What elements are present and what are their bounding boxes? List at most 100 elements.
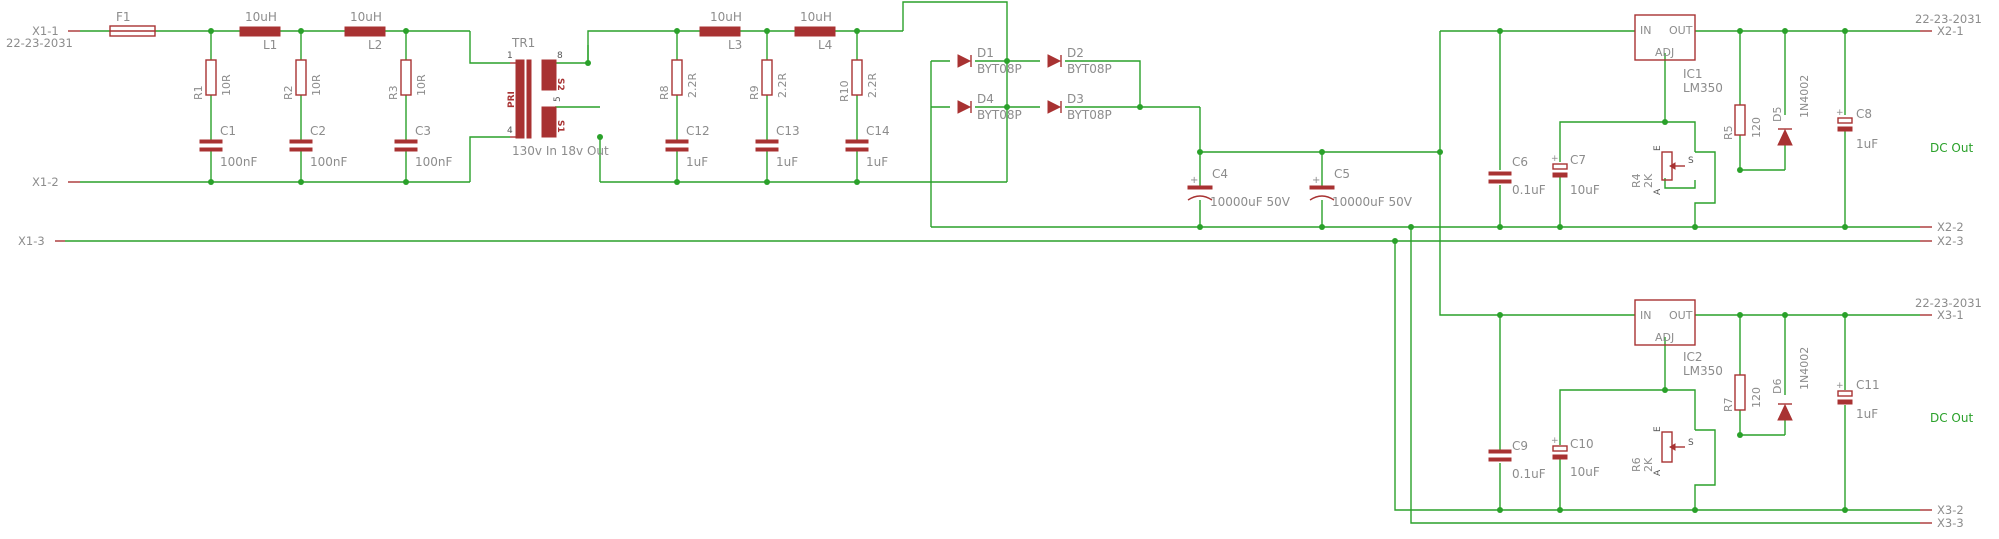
- inductor-l4-value: 10uH: [800, 10, 832, 24]
- diode-d1-value: BYT08P: [977, 62, 1022, 76]
- resistor-r1-name: R1: [192, 85, 205, 100]
- fuse-f1-name: F1: [116, 10, 131, 24]
- diode-d1-name: D1: [977, 46, 994, 60]
- diode-d3-name: D3: [1067, 92, 1084, 106]
- resistor-r10-value: 2.2R: [866, 73, 879, 98]
- diode-d2-value: BYT08P: [1067, 62, 1112, 76]
- regulator-ic1: IN OUT ADJ IC1 LM350: [1634, 14, 1723, 95]
- resistor-r9-name: R9: [748, 85, 761, 100]
- transformer-s1-label: S1: [555, 120, 565, 133]
- potentiometer-r6-pin-e: E: [1653, 426, 1663, 432]
- capacitor-c7-value: 10uF: [1570, 183, 1600, 197]
- connector-x1: X1-1 22-23-2031 X1-2 X1-3: [6, 24, 80, 248]
- regulator-ic1-in-label: IN: [1640, 24, 1651, 37]
- capacitor-c5-name: C5: [1334, 167, 1350, 181]
- capacitor-c2: C2 100nF: [289, 124, 348, 169]
- capacitor-c13-value: 1uF: [776, 155, 798, 169]
- capacitor-c8-name: C8: [1856, 107, 1872, 121]
- diode-d4-value: BYT08P: [977, 108, 1022, 122]
- x1-3-label: X1-3: [18, 234, 45, 248]
- potentiometer-r4-pin-a: A: [1653, 188, 1663, 195]
- potentiometer-r4-name: R4: [1630, 173, 1643, 188]
- potentiometer-r6-pin-a: A: [1653, 469, 1663, 476]
- capacitor-c10-name: C10: [1570, 437, 1594, 451]
- inductor-l4: 10uH L4: [794, 10, 836, 52]
- capacitor-c9-value: 0.1uF: [1512, 467, 1546, 481]
- resistor-r7-name: R7: [1722, 397, 1735, 412]
- capacitor-c1-value: 100nF: [220, 155, 258, 169]
- diode-d2: D2 BYT08P: [1047, 46, 1112, 76]
- x1-1-part-label: 22-23-2031: [6, 36, 73, 50]
- capacitor-c11-plus: +: [1836, 381, 1844, 391]
- capacitor-c12-name: C12: [686, 124, 710, 138]
- capacitor-c7-name: C7: [1570, 153, 1586, 167]
- capacitor-c11-value: 1uF: [1856, 407, 1878, 421]
- x2-3-label: X2-3: [1937, 234, 1964, 248]
- inductor-l2-value: 10uH: [350, 10, 382, 24]
- capacitor-c1: C1 100nF: [199, 124, 258, 169]
- diode-d4: D4 BYT08P: [957, 92, 1022, 122]
- transformer-tr1-value: 130v In 18v Out: [512, 144, 609, 158]
- junctions: [208, 28, 1848, 513]
- regulator-ic1-adj-label: ADJ: [1655, 46, 1674, 59]
- connector-x3: 22-23-2031 X3-1 X3-2 X3-3: [1915, 296, 1982, 530]
- capacitor-c1-name: C1: [220, 124, 236, 138]
- regulator-ic1-value: LM350: [1683, 81, 1723, 95]
- regulator-ic2-adj-label: ADJ: [1655, 331, 1674, 344]
- diode-d4-name: D4: [977, 92, 994, 106]
- regulator-ic2-out-label: OUT: [1669, 309, 1693, 322]
- capacitor-c10-value: 10uF: [1570, 465, 1600, 479]
- resistor-r10: R10 2.2R: [838, 59, 879, 102]
- regulator-ic2-name: IC2: [1683, 350, 1703, 364]
- resistor-r2: R2 10R: [282, 59, 323, 100]
- resistor-r7: R7 120: [1722, 374, 1763, 412]
- inductor-l3-name: L3: [728, 38, 742, 52]
- x2-2-label: X2-2: [1937, 220, 1964, 234]
- connector-x2: 22-23-2031 X2-1 X2-2 X2-3: [1915, 12, 1982, 248]
- regulator-ic2-in-label: IN: [1640, 309, 1651, 322]
- capacitor-c3: C3 100nF: [394, 124, 453, 169]
- inductor-l1-value: 10uH: [245, 10, 277, 24]
- capacitor-c4-value: 10000uF 50V: [1210, 195, 1291, 209]
- capacitor-c4: + C4 10000uF 50V: [1187, 167, 1291, 209]
- regulator-ic1-out-label: OUT: [1669, 24, 1693, 37]
- diode-d5-value: 1N4002: [1798, 75, 1811, 118]
- resistor-r9-value: 2.2R: [776, 73, 789, 98]
- resistor-r2-value: 10R: [310, 74, 323, 96]
- resistor-r10-name: R10: [838, 80, 851, 102]
- x1-1-label: X1-1: [32, 24, 59, 38]
- resistor-r5-value: 120: [1750, 117, 1763, 138]
- capacitor-c10: + C10 10uF: [1551, 436, 1600, 479]
- capacitor-c13: C13 1uF: [755, 124, 800, 169]
- resistor-r3: R3 10R: [387, 59, 428, 100]
- capacitor-c2-value: 100nF: [310, 155, 348, 169]
- transformer-pin-8: 8: [557, 51, 563, 61]
- x3-3-label: X3-3: [1937, 516, 1964, 530]
- inductor-l2-name: L2: [368, 38, 382, 52]
- capacitor-c3-value: 100nF: [415, 155, 453, 169]
- capacitor-c7: + C7 10uF: [1551, 153, 1600, 197]
- transformer-pin-4: 4: [507, 126, 513, 136]
- diode-d3: D3 BYT08P: [1047, 92, 1112, 122]
- resistor-r2-name: R2: [282, 85, 295, 100]
- diode-d5-name: D5: [1771, 107, 1784, 122]
- capacitor-c10-plus: +: [1551, 436, 1559, 446]
- transformer-s2-label: S2: [555, 78, 565, 91]
- diode-d1: D1 BYT08P: [957, 46, 1022, 76]
- resistor-r5-name: R5: [1722, 125, 1735, 140]
- potentiometer-r4-pin-s: S: [1688, 156, 1694, 166]
- capacitor-c7-plus: +: [1551, 154, 1559, 164]
- transformer-pin-1: 1: [507, 51, 513, 61]
- regulator-ic1-name: IC1: [1683, 67, 1703, 81]
- x1-2-label: X1-2: [32, 175, 59, 189]
- capacitor-c11: + C11 1uF: [1836, 378, 1880, 421]
- capacitor-c4-name: C4: [1212, 167, 1228, 181]
- capacitor-c3-name: C3: [415, 124, 431, 138]
- capacitor-c14-value: 1uF: [866, 155, 888, 169]
- inductor-l1: 10uH L1: [239, 10, 281, 52]
- inductor-l3-value: 10uH: [710, 10, 742, 24]
- diode-d6-value: 1N4002: [1798, 347, 1811, 390]
- potentiometer-r6-value: 2K: [1642, 457, 1655, 472]
- capacitor-c4-plus: +: [1190, 175, 1198, 186]
- capacitor-c14-name: C14: [866, 124, 890, 138]
